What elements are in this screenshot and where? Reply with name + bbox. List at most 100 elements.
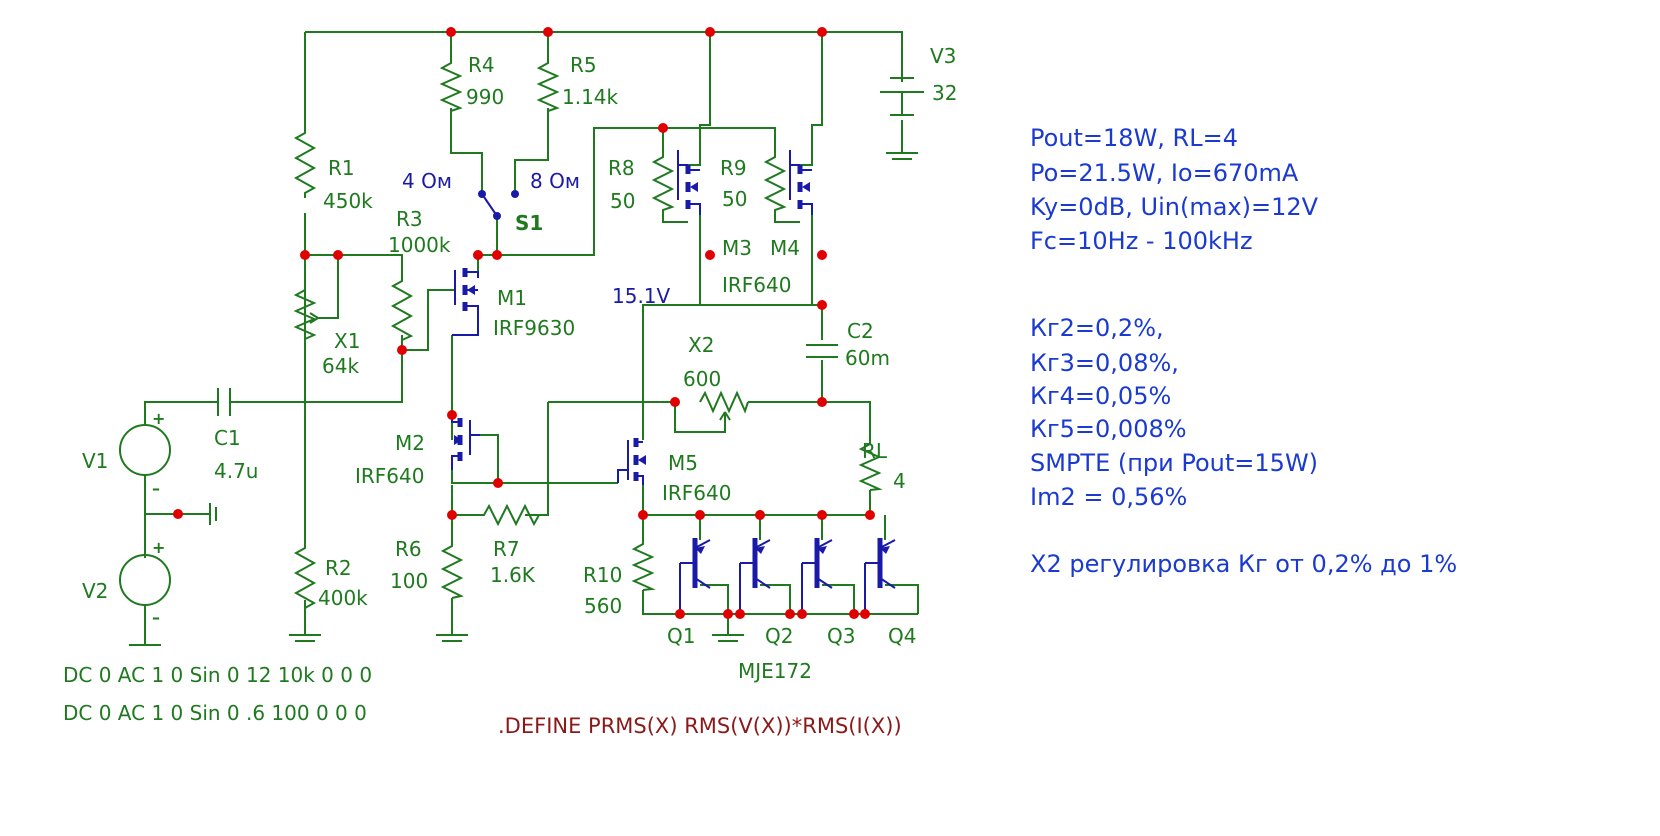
potentiometer-x2 xyxy=(699,390,749,414)
switch-labels: 4 Ом 8 Ом S1 xyxy=(402,169,580,235)
note-line-3: Ky=0dB, Uin(max)=12V xyxy=(1030,193,1319,221)
value-m1: IRF9630 xyxy=(493,316,575,340)
ground-icon xyxy=(436,634,468,642)
sources: + – + – xyxy=(119,72,924,632)
note-line-4: Fc=10Hz - 100kHz xyxy=(1030,227,1253,255)
value-r7: 1.6K xyxy=(490,563,536,587)
label-m4: M4 xyxy=(770,236,800,260)
note-line-6: Кг3=0,08%, xyxy=(1030,349,1179,377)
svg-text:–: – xyxy=(152,479,160,498)
transistor-q3 xyxy=(801,538,833,614)
label-q1: Q1 xyxy=(667,624,695,648)
switch-s1 xyxy=(478,190,519,220)
voltage-source-v1 xyxy=(119,424,171,476)
label-x2: X2 xyxy=(688,333,714,357)
mosfet-m2 xyxy=(451,415,480,470)
label-q2: Q2 xyxy=(765,624,793,648)
note-line-1: Pout=18W, RL=4 xyxy=(1030,124,1238,152)
label-m1: M1 xyxy=(497,286,527,310)
label-rl: RL xyxy=(862,439,888,463)
label-v2: V2 xyxy=(82,579,108,603)
model-q: MJE172 xyxy=(738,659,812,683)
svg-text:–: – xyxy=(152,608,160,627)
resistor-r9 xyxy=(763,153,787,214)
value-r6: 100 xyxy=(390,569,428,593)
resistor-r4 xyxy=(439,58,463,112)
note-line-10: Im2 = 0,56% xyxy=(1030,483,1187,511)
note-line-11: X2 регулировка Кг от 0,2% до 1% xyxy=(1030,550,1457,578)
junction-nodes xyxy=(173,27,875,619)
label-q3: Q3 xyxy=(827,624,855,648)
label-q4: Q4 xyxy=(888,624,916,648)
value-r4: 990 xyxy=(466,85,504,109)
transistor-q2 xyxy=(739,538,771,614)
label-m5: M5 xyxy=(668,451,698,475)
label-r2: R2 xyxy=(325,556,352,580)
transistor-q1 xyxy=(679,538,711,614)
switch-pos-4-ohm: 4 Ом xyxy=(402,169,452,193)
resistor-r3 xyxy=(390,275,414,341)
resistor-r5 xyxy=(536,58,560,112)
resistor-r1 xyxy=(293,125,317,198)
voltage-source-v2 xyxy=(119,554,171,606)
define-directive: .DEFINE PRMS(X) RMS(V(X))*RMS(I(X)) xyxy=(498,714,902,738)
resistor-r7 xyxy=(478,503,545,527)
label-m3: M3 xyxy=(722,236,752,260)
ground-icon xyxy=(209,503,217,525)
resistor-rl xyxy=(858,440,883,491)
switch-pos-8-ohm: 8 Ом xyxy=(530,169,580,193)
value-r9: 50 xyxy=(722,187,747,211)
label-s1: S1 xyxy=(515,211,543,235)
mosfet-m3 xyxy=(677,150,701,215)
ground-icon xyxy=(886,152,918,160)
value-r3: 1000k xyxy=(388,233,451,257)
label-r9: R9 xyxy=(720,156,747,180)
resistor-r8 xyxy=(651,153,675,214)
mosfet-m5 xyxy=(617,438,646,485)
ground-icon xyxy=(712,634,744,642)
capacitors xyxy=(217,344,838,416)
v1-source-spec: DC 0 AC 1 0 Sin 0 12 10k 0 0 0 xyxy=(63,663,372,687)
label-v3: V3 xyxy=(930,44,956,68)
label-m2: M2 xyxy=(395,431,425,455)
ground-icon xyxy=(289,634,321,642)
label-r6: R6 xyxy=(395,537,422,561)
transistors xyxy=(679,538,896,614)
label-x1: X1 xyxy=(334,329,360,353)
label-c1: C1 xyxy=(214,426,241,450)
value-x1: 64k xyxy=(322,354,359,378)
value-m2: IRF640 xyxy=(355,464,424,488)
transistor-q4 xyxy=(864,538,896,614)
value-m5: IRF640 xyxy=(662,481,731,505)
label-r1: R1 xyxy=(328,156,355,180)
note-line-9: SMPTE (при Pout=15W) xyxy=(1030,449,1318,477)
value-r5: 1.14k xyxy=(562,85,619,109)
note-line-7: Кг4=0,05% xyxy=(1030,382,1171,410)
parameter-notes: Pout=18W, RL=4 Po=21.5W, Io=670mA Ky=0dB… xyxy=(1030,124,1457,578)
label-c2: C2 xyxy=(847,319,874,343)
resistors xyxy=(293,58,883,609)
note-line-8: Кг5=0,008% xyxy=(1030,415,1187,443)
note-line-2: Po=21.5W, Io=670mA xyxy=(1030,159,1299,187)
svg-text:+: + xyxy=(152,538,165,557)
label-r8: R8 xyxy=(608,156,635,180)
value-r1: 450k xyxy=(323,189,373,213)
value-r2: 400k xyxy=(318,586,368,610)
value-x2: 600 xyxy=(683,367,721,391)
value-c2: 60m xyxy=(845,346,890,370)
label-r10: R10 xyxy=(583,563,622,587)
resistor-r2 xyxy=(293,540,317,609)
value-c1: 4.7u xyxy=(214,459,258,483)
voltage-probe-label: 15.1V xyxy=(612,284,671,308)
resistor-r10 xyxy=(631,540,656,591)
mosfets xyxy=(451,150,813,485)
grounds xyxy=(129,152,918,646)
label-r3: R3 xyxy=(396,207,423,231)
svg-text:+: + xyxy=(152,409,165,428)
value-v3: 32 xyxy=(932,81,957,105)
value-r8: 50 xyxy=(610,189,635,213)
mosfet-m1 xyxy=(452,268,479,336)
capacitor-c2 xyxy=(806,344,838,358)
resistor-r6 xyxy=(440,540,464,599)
